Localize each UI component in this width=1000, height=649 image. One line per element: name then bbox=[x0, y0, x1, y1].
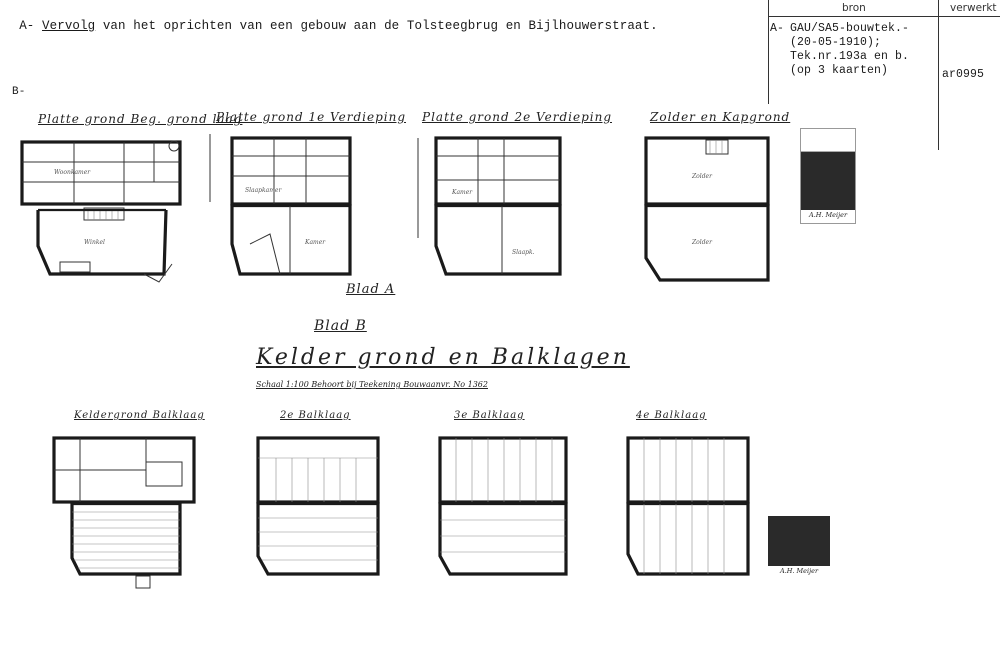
first-floor-plan: Slaapkamer Kamer bbox=[209, 134, 352, 276]
plan-title-4th-beams: 4e Balklaag bbox=[636, 410, 707, 421]
sheet-b-title: Kelder grond en Balklagen bbox=[256, 345, 630, 370]
verwerkt-header: verwerkt bbox=[950, 2, 997, 14]
svg-text:Woonkamer: Woonkamer bbox=[54, 169, 91, 176]
plan-title-second-floor: Platte grond 2e Verdieping bbox=[422, 110, 612, 124]
plan-title-attic: Zolder en Kapgrond bbox=[650, 110, 791, 124]
plan-title-ground-floor: Platte grond Beg. grond laag bbox=[38, 112, 243, 126]
plan-title-2nd-beams: 2e Balklaag bbox=[280, 410, 351, 421]
plan-title-first-floor: Platte grond 1e Verdieping bbox=[216, 110, 406, 124]
signature-b: A.H. Meijer bbox=[779, 567, 819, 575]
verwerkt-code: ar0995 bbox=[942, 68, 985, 81]
third-beam-plan bbox=[438, 436, 568, 576]
source-table: bron verwerkt A- GAU/SA5-bouwtek.- (20-0… bbox=[768, 0, 1000, 150]
section-b-label: B- bbox=[12, 86, 26, 98]
ground-floor-plan: Woonkamer Winkel bbox=[20, 140, 182, 283]
second-beam-plan bbox=[256, 436, 380, 576]
svg-text:Kamer: Kamer bbox=[304, 239, 326, 246]
svg-text:Zolder: Zolder bbox=[691, 173, 713, 180]
bron-header: bron bbox=[842, 2, 866, 14]
svg-text:Slaapkamer: Slaapkamer bbox=[245, 187, 282, 194]
attic-plan: Zolder Zolder bbox=[644, 136, 770, 282]
source-line-2: (20-05-1910); bbox=[790, 36, 882, 49]
title-rest: van het oprichten van een gebouw aan de … bbox=[95, 19, 658, 33]
source-line-4: (op 3 kaarten) bbox=[790, 64, 889, 77]
blad-a-label: Blad A bbox=[346, 282, 396, 297]
sheet-b-subtitle: Schaal 1:100 Behoort bij Teekening Bouwa… bbox=[256, 380, 488, 389]
blad-b-label: Blad B bbox=[314, 318, 367, 334]
plan-title-3rd-beams: 3e Balklaag bbox=[454, 410, 525, 421]
svg-text:Kamer: Kamer bbox=[451, 189, 473, 196]
title-prefix: A- bbox=[19, 19, 35, 33]
title-underlined-word: Vervolg bbox=[42, 19, 96, 33]
plan-title-cellar: Keldergrond Balklaag bbox=[74, 410, 205, 421]
cellar-plan bbox=[52, 436, 196, 589]
source-entry-prefix: A- bbox=[770, 22, 785, 35]
stamp-sheet-a: A.H. Meijer bbox=[800, 128, 856, 224]
svg-text:Zolder: Zolder bbox=[691, 239, 713, 246]
svg-text:Slaapk.: Slaapk. bbox=[512, 249, 535, 256]
fourth-beam-plan bbox=[626, 436, 750, 576]
source-line-1: GAU/SA5-bouwtek.- bbox=[790, 22, 910, 35]
signature-a: A.H. Meijer bbox=[808, 211, 848, 219]
second-floor-plan: Kamer Slaapk. bbox=[417, 136, 562, 276]
stamp-sheet-b: A.H. Meijer bbox=[768, 436, 830, 576]
source-line-3: Tek.nr.193a en b. bbox=[790, 50, 910, 63]
svg-text:Winkel: Winkel bbox=[84, 239, 105, 246]
document-title: A- Vervolg van het oprichten van een geb… bbox=[4, 5, 658, 33]
